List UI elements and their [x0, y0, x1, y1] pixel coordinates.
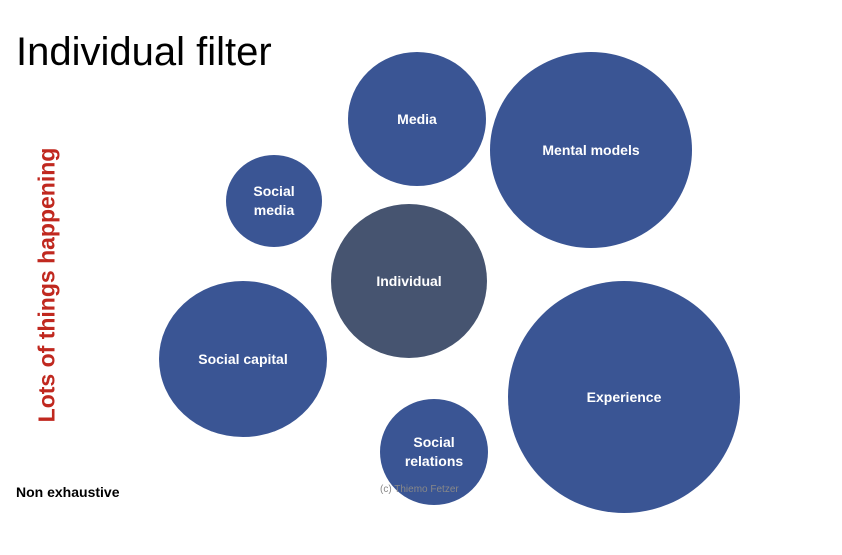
- copyright-text: (c) Thiemo Fetzer: [380, 484, 459, 495]
- bubble-social-media: Social media: [226, 155, 322, 247]
- bubble-individual: Individual: [331, 204, 487, 358]
- bubble-label: Social relations: [404, 434, 464, 469]
- bubble-label: Individual: [376, 272, 442, 289]
- bubble-label: Social media: [253, 183, 295, 218]
- note-text: Non exhaustive: [16, 484, 120, 500]
- slide-title: Individual filter: [16, 30, 272, 74]
- bubble-label: Social capital: [198, 350, 288, 367]
- bubble-label: Experience: [586, 388, 662, 405]
- bubble-media: Media: [348, 52, 486, 186]
- bubble-label: Media: [397, 110, 437, 127]
- bubble-mental-models: Mental models: [490, 52, 692, 248]
- bubble-social-capital: Social capital: [159, 281, 327, 437]
- bubble-label: Mental models: [542, 141, 640, 158]
- bubble-experience: Experience: [508, 281, 740, 513]
- bubble-social-relations: Social relations: [380, 399, 488, 505]
- side-label: Lots of things happening: [33, 147, 60, 423]
